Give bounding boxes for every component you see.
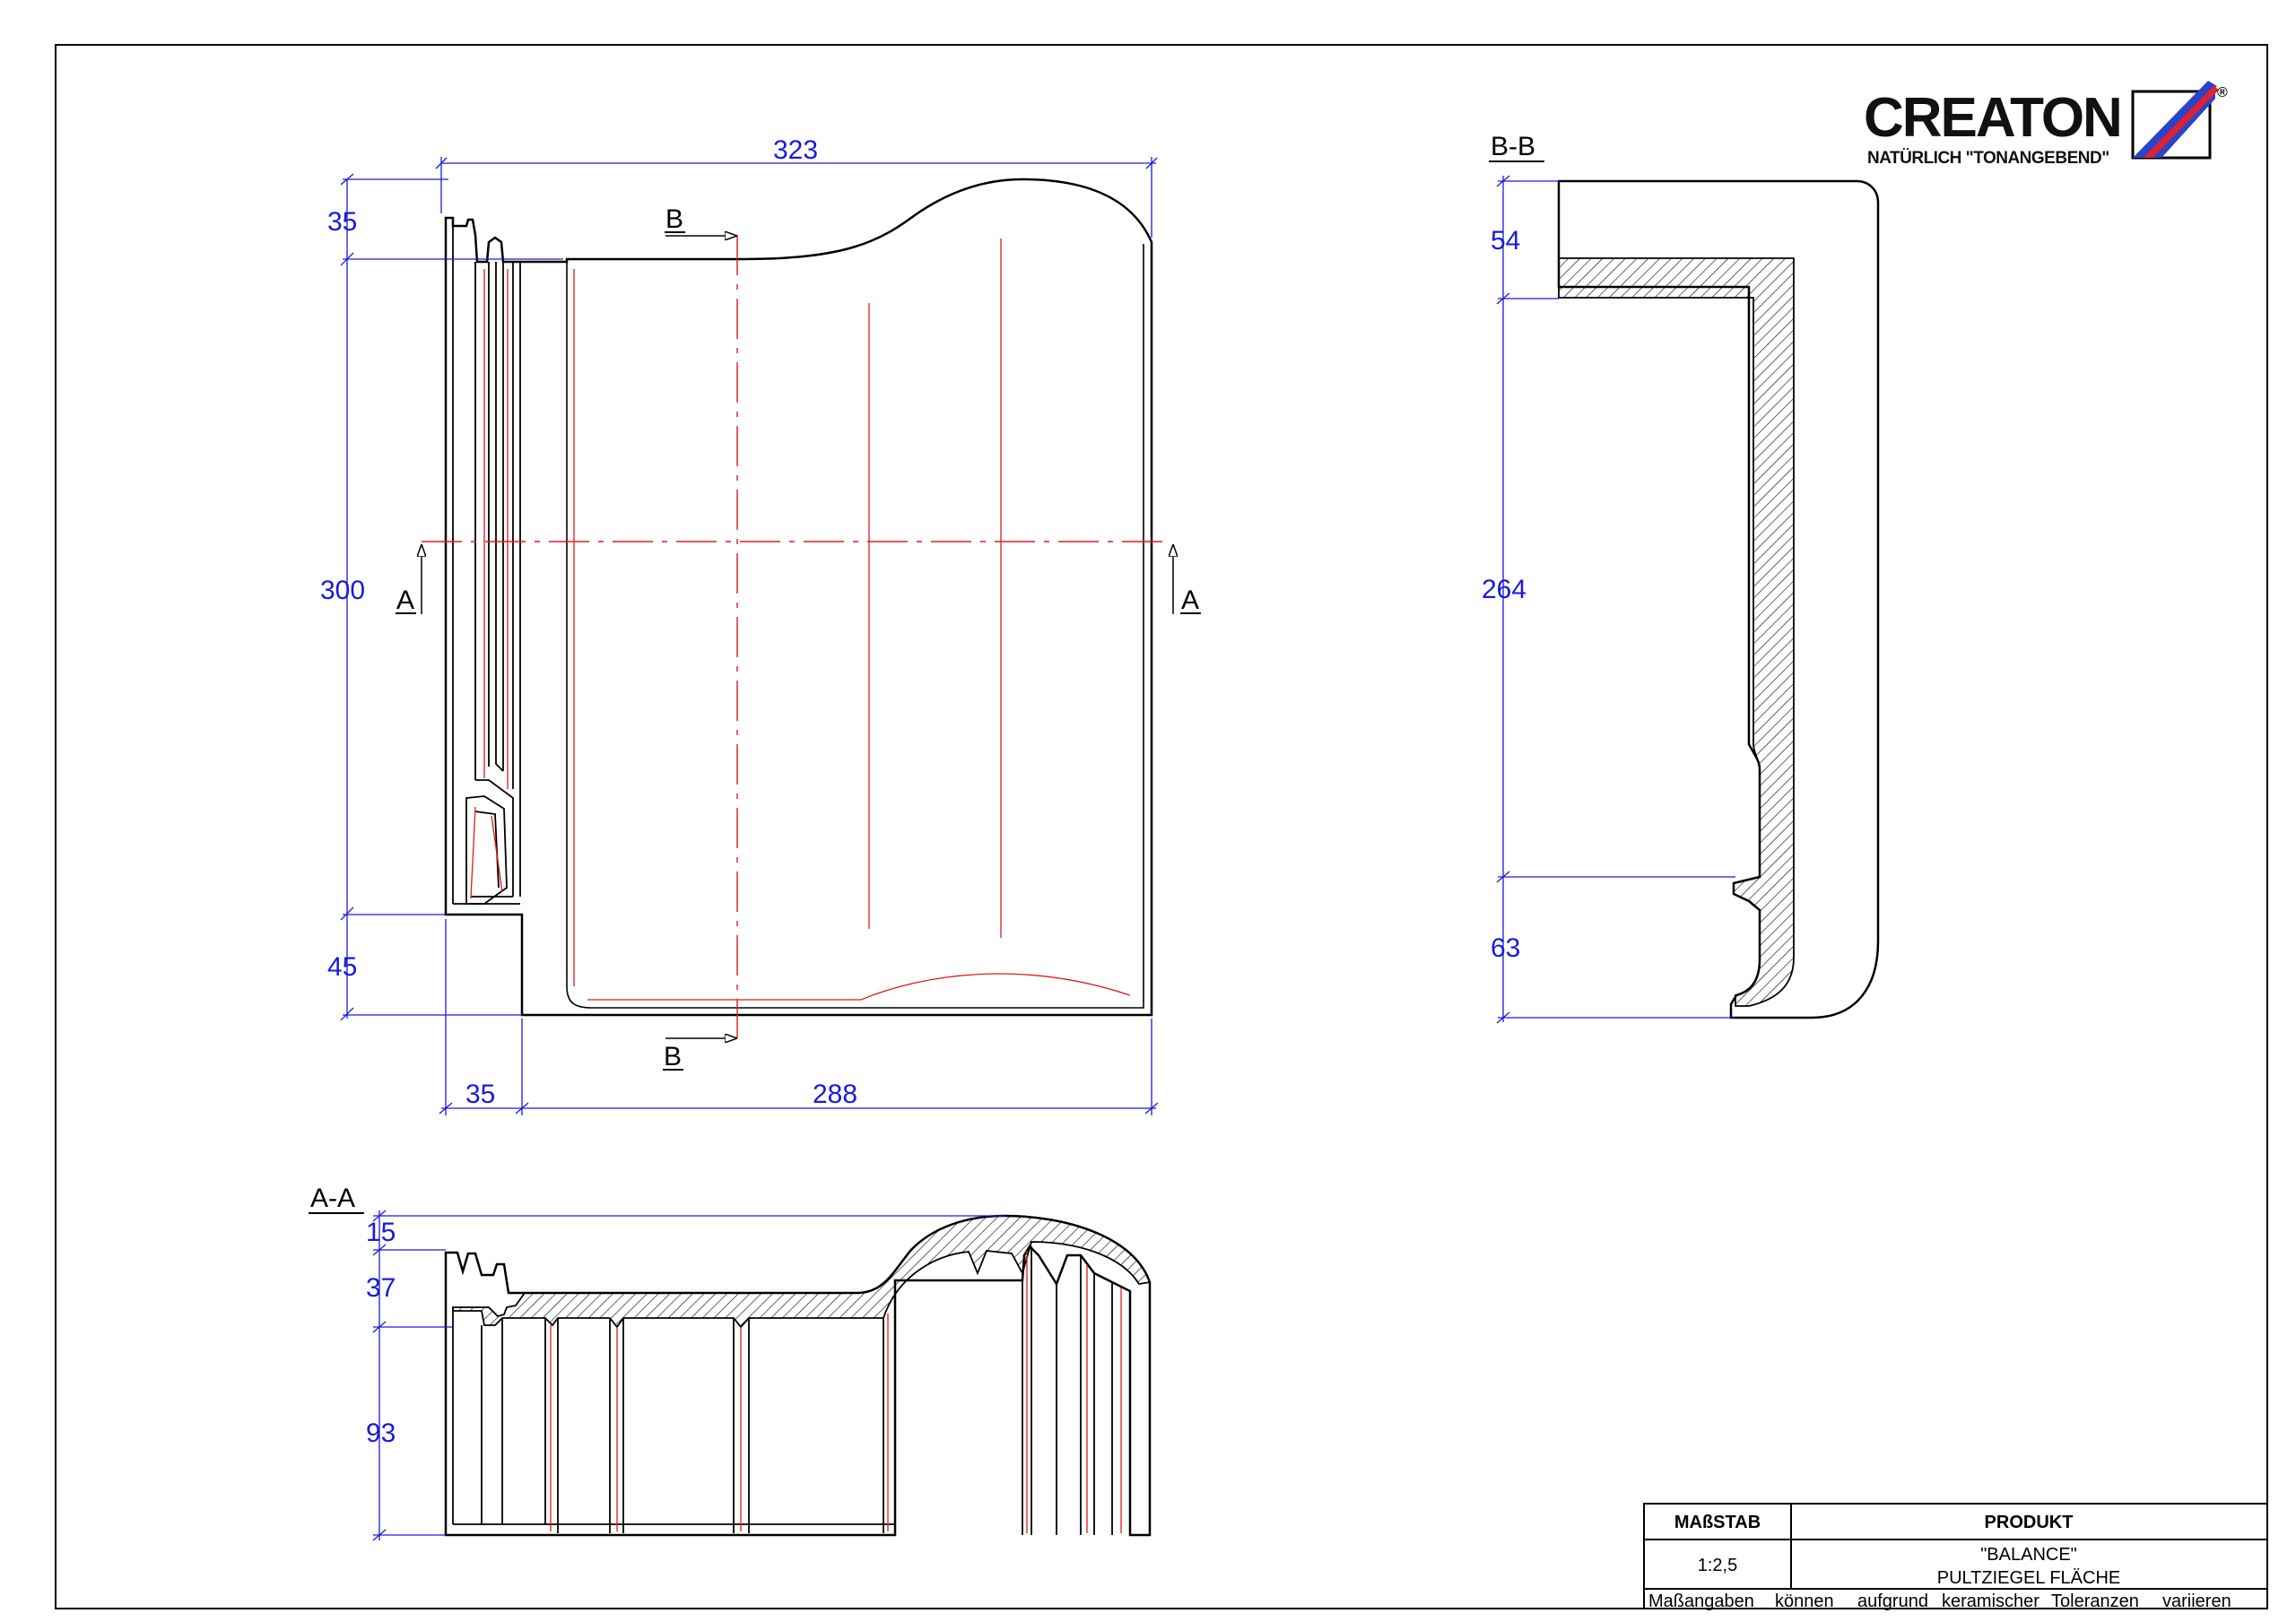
note-word: können [1775,1592,1834,1611]
dim-aa-middle: 37 [366,1273,396,1303]
section-aa-outline [444,1214,1152,1537]
plan-interlock-left [452,226,521,905]
plan-outline [444,178,1153,1017]
cut-label-a-right: A [1181,585,1199,615]
plan-red-contours [470,239,1131,1001]
section-bb-outline [1557,179,1880,1019]
section-bb: B-B 54 264 63 [1482,132,1880,1024]
scale-value: 1:2,5 [1698,1556,1737,1575]
section-aa-hatch [452,1215,1152,1329]
title-block: MAßSTAB PRODUKT 1:2,5 "BALANCE" PULTZIEG… [1643,1503,2268,1611]
cut-label-a-left: A [396,585,414,615]
note-word: keramischer [1942,1592,2039,1611]
section-aa-red-lines [550,1251,1122,1533]
sheet-frame [55,44,2268,1609]
dim-plan-top-lug: 35 [327,207,357,237]
logo-brand: CREATON [1864,87,2121,149]
note-word: Maßangaben [1648,1592,1754,1611]
section-marker-b-top: B [665,204,736,236]
logo-registered-mark: ® [2217,85,2228,100]
dim-bb-top: 54 [1491,226,1520,256]
dim-aa-top: 15 [366,1218,396,1247]
section-bb-dimension-lines [1496,175,1735,1024]
scale-label: MAßSTAB [1674,1513,1761,1532]
dim-plan-overall-width: 323 [773,135,818,165]
dim-plan-left-step: 35 [465,1080,495,1109]
creaton-logo: CREATON NATÜRLICH "TONANGEBEND" ® [1864,81,2229,168]
product-name: "BALANCE" [1980,1545,2077,1565]
dim-aa-lower: 93 [366,1418,396,1448]
dim-plan-main-width: 288 [813,1080,857,1109]
section-aa-title: A-A [310,1184,355,1213]
product-type: PULTZIEGEL FLÄCHE [1937,1568,2121,1588]
product-label: PRODUKT [1985,1513,2074,1532]
plan-inner-outline [566,244,1144,1009]
section-aa-dimension-lines [372,1210,1004,1541]
section-aa: A-A [309,1184,1152,1541]
note-word: aufgrund [1857,1592,1928,1611]
tolerance-note: Maßangaben können aufgrund keramischer T… [1648,1592,2231,1611]
dim-bb-middle: 264 [1482,575,1526,604]
dim-bb-bottom: 63 [1491,933,1520,963]
cut-label-b-top: B [665,204,683,234]
logo-tagline: NATÜRLICH "TONANGEBEND" [1867,149,2109,168]
section-bb-hatch [1558,257,1795,1007]
dim-plan-height: 300 [320,576,365,605]
plan-dimension-lines [340,157,1159,1115]
section-marker-a-right: A [1173,545,1201,615]
plan-view: A A B B [320,135,1201,1115]
section-marker-b-bottom: B [663,1038,736,1071]
cut-label-b-bottom: B [664,1042,682,1071]
dim-plan-bottom-step: 45 [327,952,357,982]
note-word: Toleranzen [2051,1592,2139,1611]
section-aa-ribs [452,1246,1113,1535]
section-bb-title: B-B [1491,132,1535,161]
section-marker-a-left: A [396,545,422,615]
note-word: variieren [2162,1592,2231,1611]
logo-flag-icon [2131,81,2219,160]
